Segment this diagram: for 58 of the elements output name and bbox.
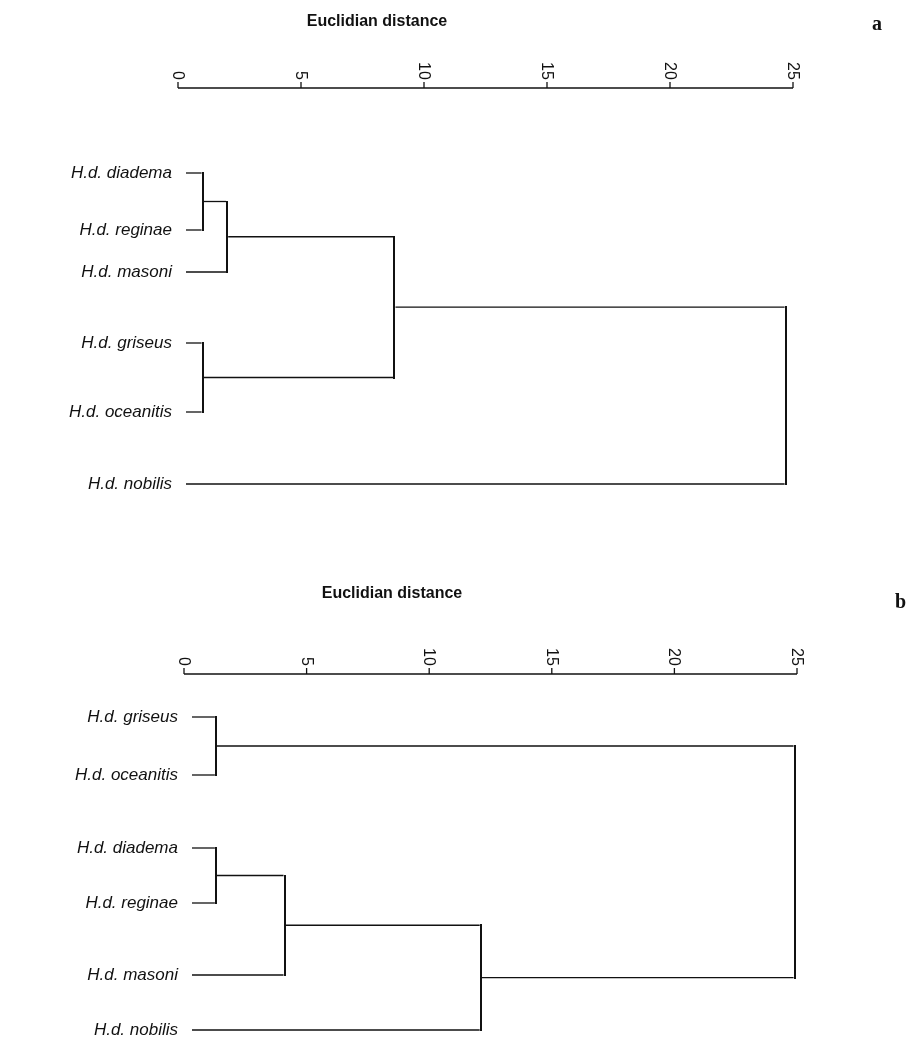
branch-line	[202, 200, 227, 203]
branch-line	[216, 745, 795, 747]
branch-line	[284, 924, 481, 926]
junction-bar	[479, 924, 482, 1031]
junction-bar	[226, 200, 229, 273]
junction-bar	[201, 172, 204, 231]
taxon-label: H.d. nobilis	[87, 474, 186, 494]
junction-bar	[283, 874, 286, 976]
tick-label: 5	[293, 71, 309, 80]
axis-title: Euclidian distance	[321, 584, 463, 602]
tick-label: 15	[539, 62, 555, 80]
branch-line	[394, 306, 786, 308]
panel-letter: a	[872, 12, 882, 35]
tick-label: 25	[785, 62, 801, 80]
taxon-label: H.d. masoni	[81, 262, 186, 282]
branch-line	[185, 411, 203, 413]
tick-label: 5	[298, 657, 315, 666]
branch-line	[191, 902, 216, 904]
taxon-label: H.d. reginae	[79, 220, 186, 240]
junction-bar	[214, 716, 217, 776]
branch-line	[191, 1029, 481, 1031]
branch-line	[202, 376, 395, 379]
taxon-label: H.d. nobilis	[93, 1020, 192, 1040]
junction-bar	[793, 745, 796, 979]
taxon-label: H.d. diadema	[76, 838, 192, 858]
branch-line	[481, 977, 795, 979]
taxon-label: H.d. masoni	[87, 965, 192, 985]
junction-bar	[201, 342, 204, 413]
branch-line	[191, 774, 216, 776]
branch-line	[185, 483, 786, 485]
junction-bar	[784, 306, 787, 485]
taxon-label: H.d. griseus	[81, 333, 186, 353]
taxon-label: H.d. diadema	[70, 163, 186, 183]
branch-line	[191, 847, 216, 849]
junction-bar	[214, 847, 217, 904]
branch-line	[227, 236, 395, 238]
axis-title: Euclidian distance	[306, 12, 448, 30]
taxon-label: H.d. oceanitis	[75, 765, 192, 785]
branch-line	[185, 229, 203, 231]
branch-line	[185, 172, 203, 174]
branch-line	[191, 716, 216, 718]
tick-label: 25	[789, 648, 805, 666]
taxon-label: H.d. oceanitis	[69, 402, 186, 422]
tick-label: 0	[170, 71, 186, 80]
branch-line	[191, 974, 285, 976]
taxon-label: H.d. reginae	[85, 893, 192, 913]
panel-letter: b	[895, 590, 907, 613]
branch-line	[185, 271, 227, 273]
tick-label: 10	[421, 648, 438, 666]
branch-line	[216, 874, 285, 877]
tick-label: 15	[543, 648, 560, 666]
tick-label: 20	[666, 648, 683, 666]
tick-label: 20	[662, 62, 678, 80]
tick-label: 10	[416, 62, 432, 80]
tick-label: 0	[176, 657, 192, 666]
taxon-label: H.d. griseus	[87, 707, 192, 727]
branch-line	[185, 342, 203, 344]
junction-bar	[393, 235, 396, 379]
